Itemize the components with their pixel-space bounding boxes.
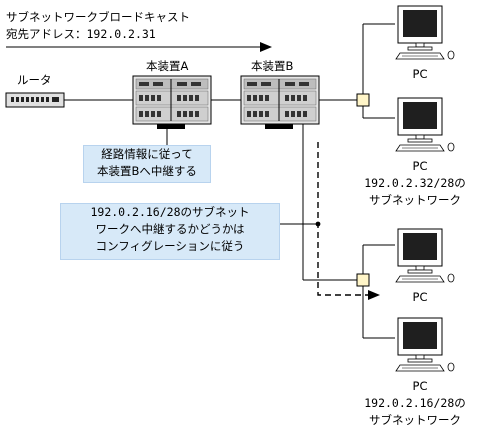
device-b-label: 本装置B: [251, 59, 294, 73]
pc-label-1: PC: [412, 67, 428, 81]
note-relay-config: 192.0.2.16/28のサブネット ワークへ中継するかどうかは コンフィグレ…: [60, 203, 280, 260]
pc-icon-1: [395, 5, 455, 60]
device-b-icon: [240, 75, 320, 129]
pc-label-4: PC: [412, 379, 428, 393]
subnet2-address: 192.0.2.16/28の: [364, 396, 466, 410]
relay-dashed-arrow: [317, 142, 380, 300]
device-a-label: 本装置A: [146, 59, 189, 73]
hub-1: [356, 23, 395, 119]
broadcast-title: サブネットワークブロードキャスト: [6, 10, 190, 24]
note2-line2: ワークへ中継するかどうかは: [95, 222, 245, 236]
pc-label-2: PC: [412, 159, 428, 173]
note1-line1: 経路情報に従って: [101, 147, 193, 161]
subnet2-name: サブネットワーク: [369, 413, 461, 427]
router-label: ルータ: [17, 73, 52, 87]
note2-line1: 192.0.2.16/28のサブネット: [90, 205, 250, 219]
note2-line3: コンフィグレーションに従う: [95, 239, 245, 253]
pc-label-3: PC: [412, 290, 428, 304]
device-a-icon: [132, 75, 212, 129]
note-relay-route: 経路情報に従って 本装置Bへ中継する: [83, 145, 211, 183]
broadcast-arrow: [6, 42, 272, 52]
router-icon: [5, 92, 65, 108]
pc-icon-2: [395, 97, 455, 152]
pc-icon-4: [395, 317, 455, 372]
broadcast-destination: 宛先アドレス：192.0.2.31: [6, 27, 156, 41]
link-b-hub2: [302, 124, 357, 281]
hub-2: [356, 244, 395, 339]
note1-line2: 本装置Bへ中継する: [97, 164, 197, 178]
note2-pointer: [278, 221, 321, 227]
subnet1-address: 192.0.2.32/28の: [364, 176, 466, 190]
pc-icon-3: [395, 228, 455, 283]
subnet1-name: サブネットワーク: [369, 193, 461, 207]
